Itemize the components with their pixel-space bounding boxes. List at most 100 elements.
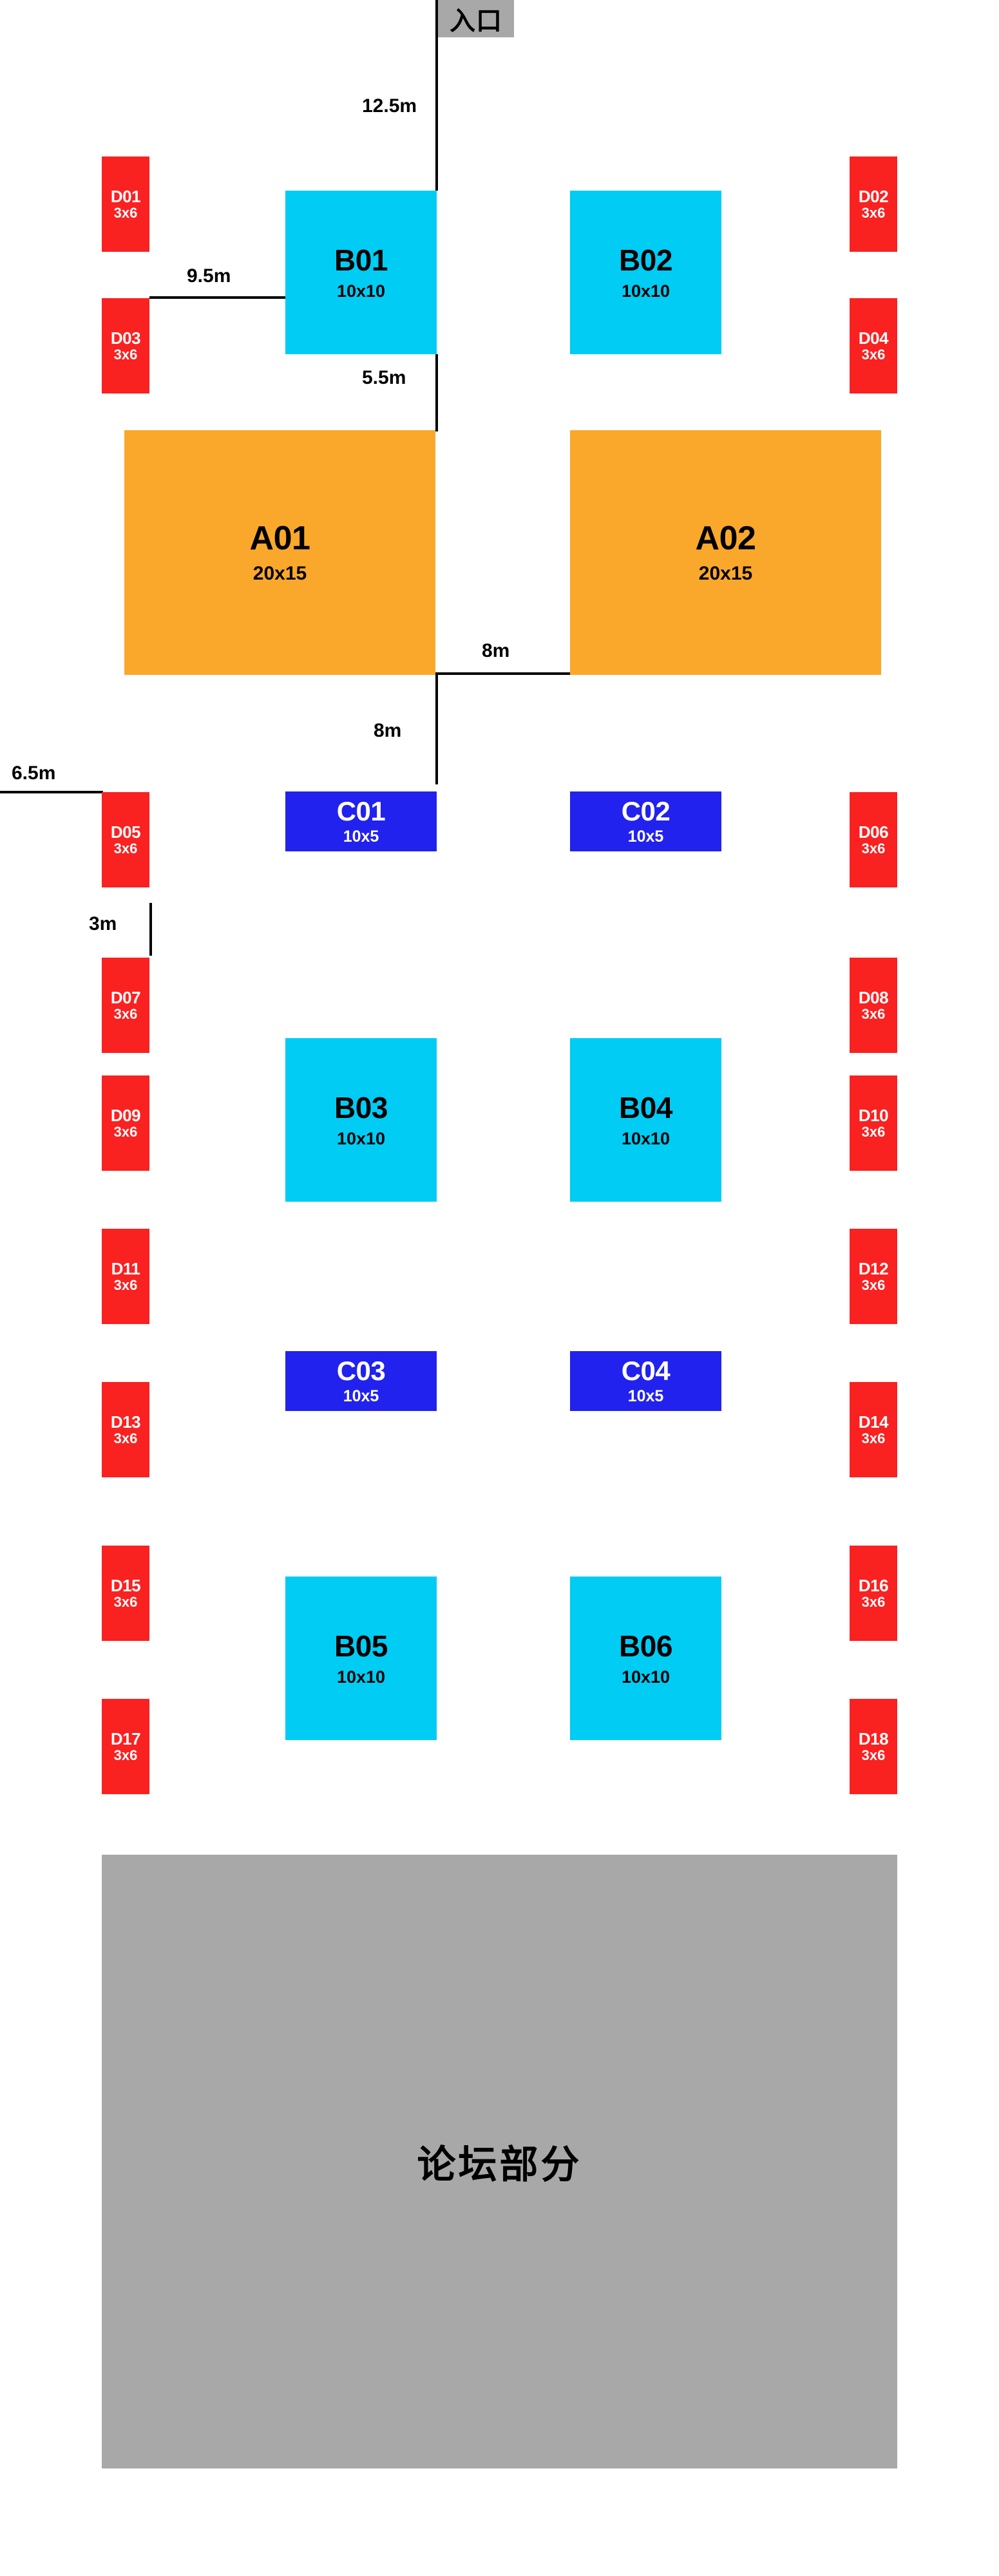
booth-D06-id: D06 xyxy=(858,822,889,842)
booth-D04-size: 3x6 xyxy=(861,346,886,363)
booth-B03[interactable]: B03 10x10 xyxy=(285,1038,437,1202)
dimension-line-b01-to-a01-vertical xyxy=(435,354,438,431)
dimension-label-5-5m: 5.5m xyxy=(362,367,406,388)
booth-B04-id: B04 xyxy=(619,1090,672,1124)
booth-C04-id: C04 xyxy=(621,1356,671,1386)
dimension-line-left-wall-horizontal xyxy=(0,791,103,793)
booth-B06-id: B06 xyxy=(619,1629,672,1663)
booth-D09-size: 3x6 xyxy=(113,1124,138,1140)
booth-B03-id: B03 xyxy=(334,1090,388,1124)
booth-D12[interactable]: D12 3x6 xyxy=(850,1229,897,1324)
entrance-label: 入口 xyxy=(438,0,514,37)
booth-A02-id: A02 xyxy=(695,520,756,557)
booth-D11-size: 3x6 xyxy=(113,1277,138,1293)
booth-B02[interactable]: B02 10x10 xyxy=(570,191,721,354)
booth-D17[interactable]: D17 3x6 xyxy=(102,1699,149,1794)
booth-D01[interactable]: D01 3x6 xyxy=(102,156,149,252)
booth-D05-id: D05 xyxy=(110,822,141,842)
booth-D07-size: 3x6 xyxy=(113,1006,138,1022)
booth-D01-id: D01 xyxy=(110,187,141,206)
booth-B01-size: 10x10 xyxy=(336,281,386,301)
booth-D07-id: D07 xyxy=(110,988,141,1007)
booth-B05[interactable]: B05 10x10 xyxy=(285,1577,437,1740)
booth-D18-size: 3x6 xyxy=(861,1747,886,1763)
dimension-line-a01-to-a02-horizontal xyxy=(435,672,571,675)
booth-C02[interactable]: C02 10x5 xyxy=(570,791,721,851)
booth-C01[interactable]: C01 10x5 xyxy=(285,791,437,851)
booth-D08[interactable]: D08 3x6 xyxy=(850,958,897,1053)
booth-C02-id: C02 xyxy=(621,796,671,826)
dimension-line-d03-to-b01-horizontal xyxy=(149,296,286,299)
booth-D14-size: 3x6 xyxy=(861,1430,886,1446)
booth-D13-size: 3x6 xyxy=(113,1430,138,1446)
dimension-label-8m-vertical: 8m xyxy=(374,720,402,741)
booth-C03[interactable]: C03 10x5 xyxy=(285,1351,437,1411)
booth-B01[interactable]: B01 10x10 xyxy=(285,191,437,354)
booth-D02-id: D02 xyxy=(858,187,889,206)
booth-D05[interactable]: D05 3x6 xyxy=(102,792,149,887)
booth-D09[interactable]: D09 3x6 xyxy=(102,1075,149,1171)
booth-D15-id: D15 xyxy=(110,1576,141,1595)
booth-A02[interactable]: A02 20x15 xyxy=(570,430,881,675)
booth-D03-size: 3x6 xyxy=(113,346,138,363)
booth-C02-size: 10x5 xyxy=(627,828,664,846)
booth-D12-size: 3x6 xyxy=(861,1277,886,1293)
booth-D06-size: 3x6 xyxy=(861,840,886,857)
dimension-line-entrance-vertical xyxy=(435,0,438,191)
booth-C01-size: 10x5 xyxy=(343,828,379,846)
booth-D07[interactable]: D07 3x6 xyxy=(102,958,149,1053)
booth-B06[interactable]: B06 10x10 xyxy=(570,1577,721,1740)
booth-D11-id: D11 xyxy=(111,1259,140,1278)
booth-D08-size: 3x6 xyxy=(861,1006,886,1022)
booth-D16[interactable]: D16 3x6 xyxy=(850,1546,897,1641)
booth-B01-id: B01 xyxy=(334,243,388,277)
dimension-label-3m: 3m xyxy=(89,913,117,934)
booth-D16-id: D16 xyxy=(858,1576,889,1595)
booth-D02[interactable]: D02 3x6 xyxy=(850,156,897,252)
booth-B03-size: 10x10 xyxy=(336,1128,386,1148)
booth-D17-id: D17 xyxy=(110,1729,141,1748)
booth-B05-id: B05 xyxy=(334,1629,388,1663)
dimension-line-d05-to-d07-vertical xyxy=(149,903,152,956)
dimension-label-9-5m: 9.5m xyxy=(187,265,231,287)
booth-D14[interactable]: D14 3x6 xyxy=(850,1382,897,1477)
booth-D02-size: 3x6 xyxy=(861,205,886,221)
forum-area[interactable]: 论坛部分 xyxy=(102,1855,897,2468)
booth-D08-id: D08 xyxy=(858,988,889,1007)
booth-C04-size: 10x5 xyxy=(627,1387,664,1405)
booth-C03-size: 10x5 xyxy=(343,1387,379,1405)
booth-D15-size: 3x6 xyxy=(113,1594,138,1610)
booth-C03-id: C03 xyxy=(336,1356,386,1386)
booth-D18-id: D18 xyxy=(858,1729,889,1748)
booth-D03-id: D03 xyxy=(110,328,141,348)
booth-D17-size: 3x6 xyxy=(113,1747,138,1763)
booth-D06[interactable]: D06 3x6 xyxy=(850,792,897,887)
booth-A01-id: A01 xyxy=(249,520,310,557)
booth-D18[interactable]: D18 3x6 xyxy=(850,1699,897,1794)
booth-D04[interactable]: D04 3x6 xyxy=(850,298,897,393)
booth-A01-size: 20x15 xyxy=(252,563,307,584)
booth-C01-id: C01 xyxy=(336,796,386,826)
booth-A01[interactable]: A01 20x15 xyxy=(124,430,435,675)
dimension-label-12-5m: 12.5m xyxy=(362,95,417,117)
booth-D04-id: D04 xyxy=(858,328,889,348)
booth-D12-id: D12 xyxy=(858,1259,889,1278)
booth-D10[interactable]: D10 3x6 xyxy=(850,1075,897,1171)
booth-B06-size: 10x10 xyxy=(621,1667,671,1687)
dimension-label-8m-horizontal: 8m xyxy=(482,640,510,661)
booth-D05-size: 3x6 xyxy=(113,840,138,857)
booth-B02-id: B02 xyxy=(619,243,672,277)
booth-B05-size: 10x10 xyxy=(336,1667,386,1687)
booth-D10-id: D10 xyxy=(858,1106,889,1125)
booth-C04[interactable]: C04 10x5 xyxy=(570,1351,721,1411)
dimension-label-6-5m: 6.5m xyxy=(12,762,56,784)
booth-D11[interactable]: D11 3x6 xyxy=(102,1229,149,1324)
booth-D13-id: D13 xyxy=(110,1412,141,1432)
booth-D13[interactable]: D13 3x6 xyxy=(102,1382,149,1477)
booth-D15[interactable]: D15 3x6 xyxy=(102,1546,149,1641)
dimension-line-a01-to-c01-vertical xyxy=(435,675,438,784)
booth-D03[interactable]: D03 3x6 xyxy=(102,298,149,393)
booth-D16-size: 3x6 xyxy=(861,1594,886,1610)
booth-B04[interactable]: B04 10x10 xyxy=(570,1038,721,1202)
